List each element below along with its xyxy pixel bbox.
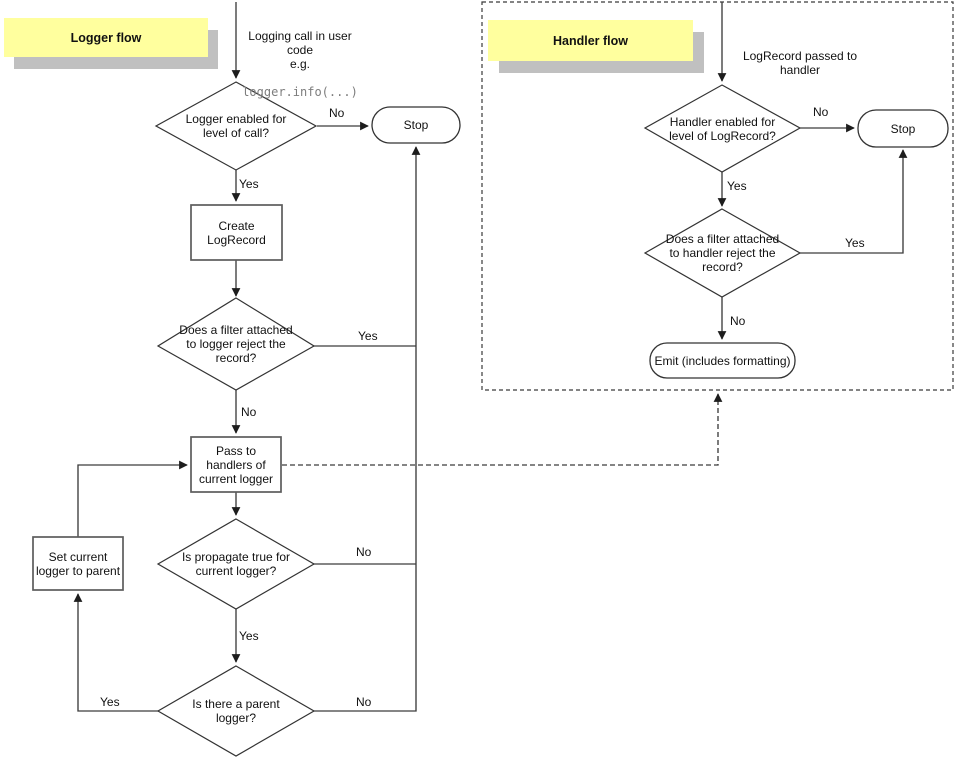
decision-handler-level: Handler enabled for level of LogRecord?	[669, 114, 776, 143]
emit-shape	[649, 342, 796, 379]
logger-flow-title-label: Logger flow	[70, 30, 142, 45]
edge-parent-no-stop	[313, 146, 421, 712]
handler-entry-annotation: LogRecord passed to handler	[725, 35, 875, 91]
decision-logger-level: Logger enabled for level of call?	[185, 112, 287, 140]
label-handler-level-no: No	[813, 105, 829, 119]
decision-propagate: Is propagate true for current logger?	[181, 550, 291, 578]
handler-flow-connectors	[717, 2, 908, 340]
decision-handler-filter-shape	[643, 208, 802, 298]
stop-handler: Stop	[890, 121, 916, 136]
set-parent: Set current logger to parent	[35, 549, 121, 578]
label-handler-filter-no: No	[730, 314, 746, 328]
label-logger-level-no: No	[329, 106, 345, 120]
label-propagate-yes: Yes	[239, 629, 259, 643]
label-handler-filter-yes: Yes	[845, 236, 865, 250]
edge-pass-to-handler-flow-dashed	[282, 393, 723, 466]
label-logger-level-yes: Yes	[239, 177, 259, 191]
decision-handler-level-shape	[643, 84, 802, 173]
label-logger-filter-no: No	[241, 405, 257, 419]
handler-entry-text: LogRecord passed to handler	[742, 49, 858, 77]
handler-flow-container	[481, 1, 954, 391]
logger-flow-shapes	[32, 81, 461, 757]
edge-parent-yes-set	[73, 593, 160, 712]
decision-parent: Is there a parent logger?	[192, 697, 280, 725]
create-logrecord-shape	[190, 204, 283, 261]
edge-set-to-pass	[77, 460, 188, 537]
logger-entry-text: Logging call in user code e.g.	[248, 29, 352, 71]
decision-parent-shape	[156, 665, 316, 757]
logger-flow-connectors	[73, 2, 723, 712]
emit-node: Emit (includes formatting)	[654, 353, 791, 368]
label-handler-level-yes: Yes	[727, 179, 747, 193]
label-propagate-no: No	[356, 545, 372, 559]
logger-entry-annotation: Logging call in user code e.g. logger.in…	[225, 15, 375, 113]
stop-handler-shape	[857, 109, 949, 148]
stop-logger-shape	[371, 106, 461, 144]
decision-handler-filter: Does a filter attached to handler reject…	[665, 232, 780, 274]
decision-logger-filter-shape	[156, 297, 316, 391]
logger-entry-code: logger.info(...)	[242, 85, 358, 99]
decision-propagate-shape	[156, 518, 316, 610]
pass-handlers-shape	[190, 436, 282, 493]
handler-flow-title: Handler flow	[488, 20, 693, 61]
create-logrecord: Create LogRecord	[207, 218, 266, 247]
stop-logger: Stop	[403, 118, 429, 132]
label-logger-filter-yes: Yes	[358, 329, 378, 343]
handler-flow-title-label: Handler flow	[552, 33, 628, 48]
label-parent-yes: Yes	[100, 695, 120, 709]
handler-flow-shapes	[643, 84, 949, 379]
set-parent-shape	[32, 536, 124, 591]
pass-handlers: Pass to handlers of current logger	[198, 443, 274, 486]
logger-flow-title: Logger flow	[4, 18, 208, 57]
edge-hfilter-yes-stop	[800, 149, 908, 254]
decision-logger-level-shape	[154, 81, 318, 171]
decision-logger-filter: Does a filter attached to logger reject …	[179, 323, 293, 365]
label-parent-no: No	[356, 695, 372, 709]
